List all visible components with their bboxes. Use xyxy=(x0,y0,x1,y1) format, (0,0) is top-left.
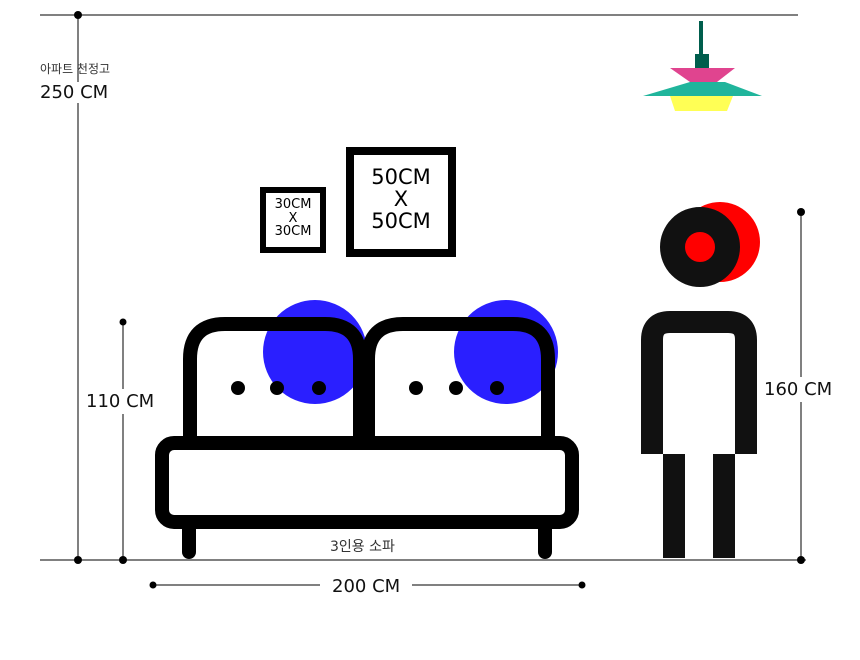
frame-small xyxy=(260,187,326,253)
dimension-dot xyxy=(119,556,127,564)
frame-small-line: 30CM xyxy=(274,197,312,212)
sofa-width-value: 200 CM xyxy=(320,576,413,597)
dimension-dot xyxy=(149,581,157,589)
person-height-value: 160 CM xyxy=(764,377,833,402)
sofa-height-value: 110 CM xyxy=(86,389,155,414)
frame-large-line: X xyxy=(393,187,409,212)
dimension-dot xyxy=(578,581,586,589)
dimension-dot xyxy=(74,556,82,564)
dimension-dot xyxy=(119,318,127,326)
sofa-name: 3인용 소파 xyxy=(330,539,395,555)
frame-large-line: 50CM xyxy=(371,165,431,189)
dimension-dot xyxy=(797,208,805,216)
pendant-lamp-icon xyxy=(643,21,762,111)
dimension-dot xyxy=(74,11,82,19)
sofa-icon xyxy=(155,300,579,559)
frame-small-line: X xyxy=(288,210,298,226)
ceiling-label: 아파트 천정고 xyxy=(40,62,111,76)
frame-small-label: 30CM X 30CM xyxy=(266,198,320,239)
ceiling-height-value: 250 CM xyxy=(40,82,109,103)
frame-large xyxy=(346,147,456,257)
frame-large-label: 50CM X 50CM xyxy=(354,166,448,232)
dimension-dot xyxy=(797,556,805,564)
frame-small-line: 30CM xyxy=(274,224,312,240)
person-icon xyxy=(641,202,760,558)
frame-large-line: 50CM xyxy=(371,209,431,234)
